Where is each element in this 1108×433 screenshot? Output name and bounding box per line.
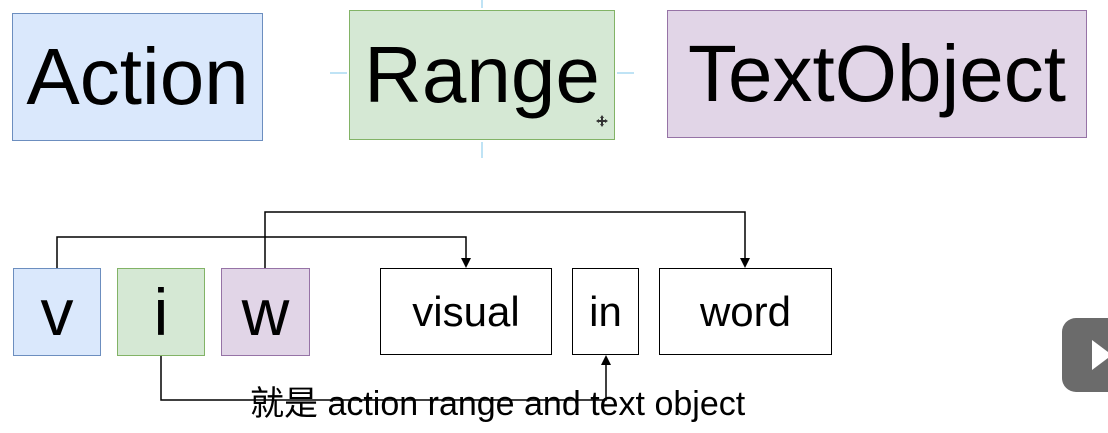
in-label: in	[589, 287, 622, 335]
key-w-box: w	[221, 268, 310, 356]
visual-box: visual	[380, 268, 552, 355]
connector-v-visual	[56, 236, 471, 268]
textobject-label: TextObject	[688, 29, 1066, 118]
selection-handles	[330, 0, 634, 158]
visual-label: visual	[412, 287, 520, 335]
key-v-label: v	[40, 275, 74, 349]
range-box[interactable]: Range	[349, 10, 615, 140]
action-label: Action	[26, 32, 249, 121]
action-box: Action	[12, 13, 263, 141]
word-label: word	[699, 287, 792, 335]
range-label: Range	[364, 30, 600, 119]
connector-w-word	[264, 211, 750, 268]
move-handle-icon[interactable]	[596, 115, 608, 127]
in-box: in	[572, 268, 639, 355]
play-badge-icon[interactable]	[1062, 318, 1108, 392]
word-box: word	[659, 268, 832, 355]
key-v-box: v	[13, 268, 101, 356]
play-triangle-icon	[1092, 340, 1108, 370]
textobject-box: TextObject	[667, 10, 1087, 138]
key-i-box: i	[117, 268, 205, 356]
key-i-label: i	[153, 275, 169, 349]
key-w-label: w	[241, 275, 290, 349]
connector-i-in	[160, 355, 611, 401]
caption-text: 就是 action range and text object	[250, 385, 746, 423]
